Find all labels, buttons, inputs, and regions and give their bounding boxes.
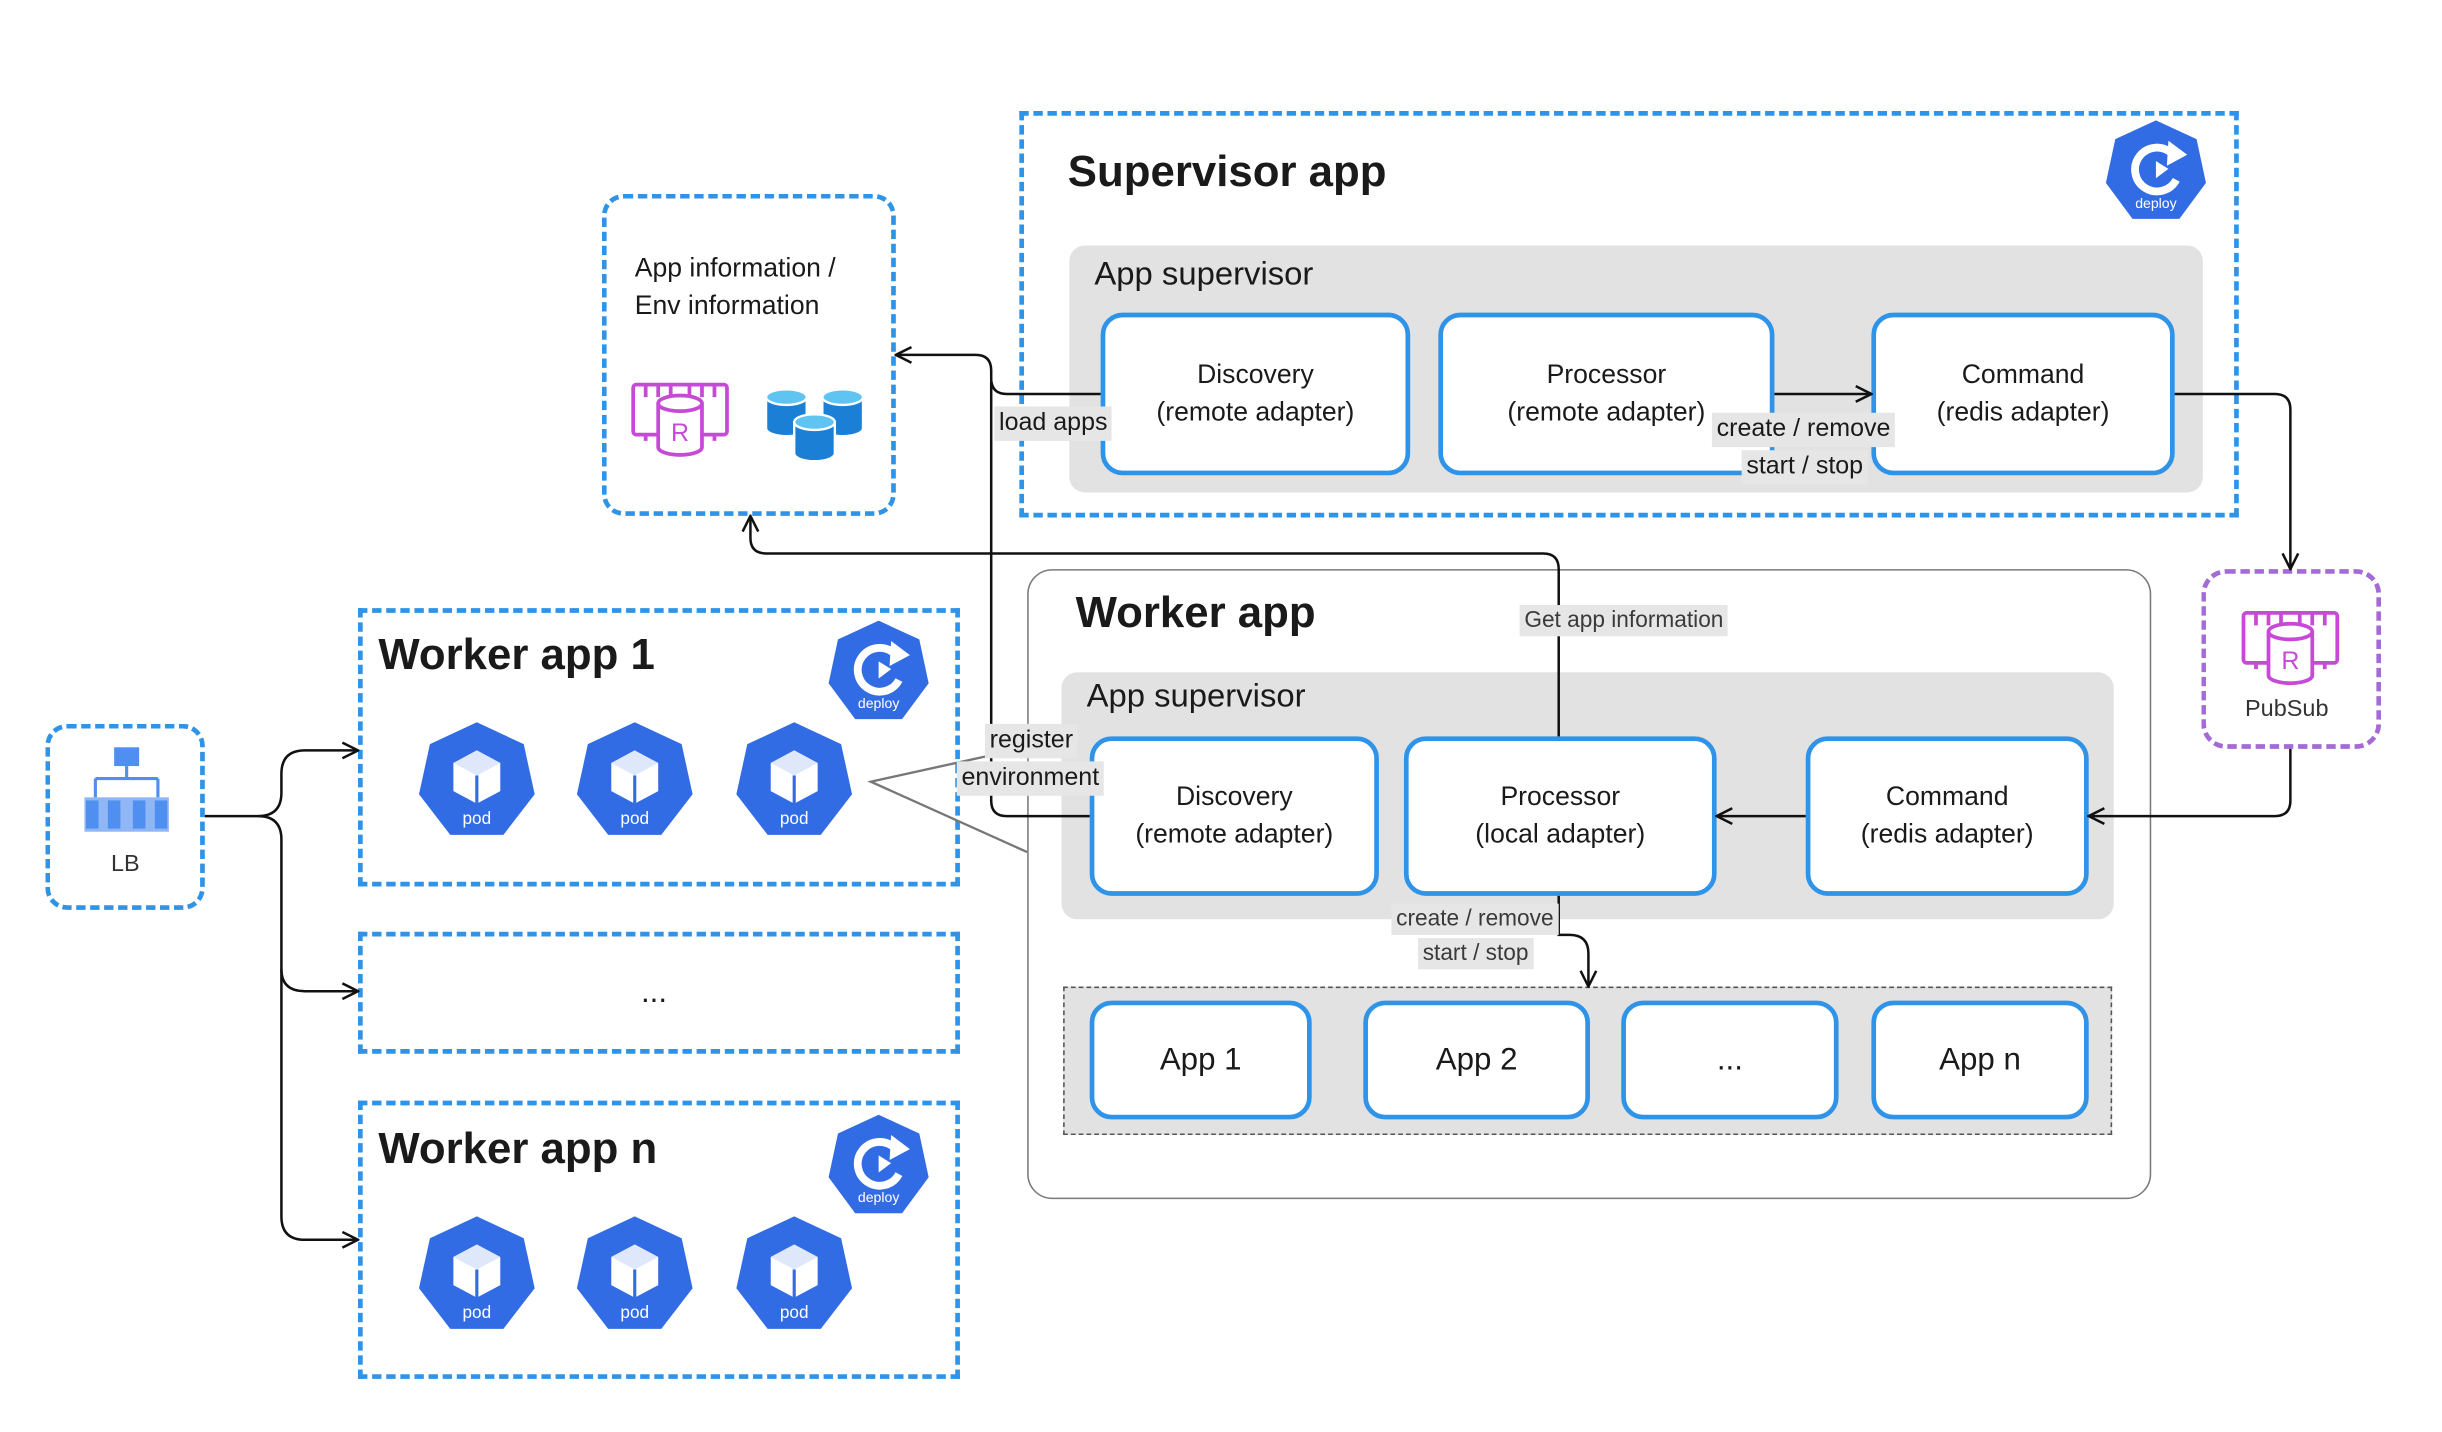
worker-command-box[interactable]: Command (redis adapter): [1805, 736, 2089, 896]
app-info-text: App information / Env information: [635, 250, 836, 325]
supervisor-processor-name: Processor: [1546, 359, 1667, 390]
supervisor-processor-box[interactable]: Processor (remote adapter): [1438, 312, 1775, 476]
get-app-info-label: Get app information: [1519, 605, 1729, 637]
supervisor-deploy-icon: deploy: [2106, 120, 2206, 218]
supervisor-discovery-box[interactable]: Discovery (remote adapter): [1100, 312, 1411, 476]
app-info-line1: App information /: [634, 253, 836, 283]
app-2-label: App 2: [1435, 1042, 1518, 1077]
supervisor-app-box: [1019, 111, 2239, 518]
worker-app-n-deploy-icon: deploy: [829, 1115, 929, 1213]
pod-icon: pod: [417, 1214, 537, 1331]
svg-text:pod: pod: [780, 808, 809, 828]
svg-text:deploy: deploy: [858, 1189, 899, 1205]
pubsub-box: [2201, 569, 2382, 749]
worker-panel-title: App supervisor: [1086, 678, 1306, 715]
load-balancer-icon: [84, 747, 169, 832]
worker-processor-adapter: (local adapter): [1475, 819, 1646, 849]
worker-processor-name: Processor: [1500, 781, 1621, 812]
worker-app-box: [1027, 569, 2152, 1200]
supervisor-discovery-name: Discovery: [1197, 359, 1314, 390]
svg-text:deploy: deploy: [858, 695, 899, 711]
callout-lines: [867, 746, 1028, 854]
worker-app-1-title: Worker app 1: [378, 630, 655, 679]
supervisor-processor-adapter: (remote adapter): [1507, 397, 1706, 427]
app-1-box[interactable]: App 1: [1089, 1000, 1312, 1120]
svg-text:pod: pod: [620, 808, 649, 828]
create-remove-bottom-label: create / remove: [1391, 903, 1559, 935]
create-remove-top-label: create / remove: [1711, 412, 1896, 448]
supervisor-panel-title: App supervisor: [1094, 256, 1314, 293]
environment-label: environment: [956, 761, 1104, 796]
app-ellipsis-box[interactable]: ...: [1621, 1000, 1839, 1120]
app-n-label: App n: [1939, 1042, 2021, 1077]
redis-memorystore-icon: [631, 382, 729, 457]
pod-icon: pod: [734, 720, 854, 837]
worker-ellipsis-label: ...: [640, 975, 668, 1010]
load-balancer-box: [45, 723, 205, 910]
app-n-box[interactable]: App n: [1871, 1000, 2089, 1120]
worker-app-1-deploy-icon: deploy: [829, 621, 929, 719]
app-ellipsis-label: ...: [1716, 1042, 1743, 1077]
svg-text:pod: pod: [780, 1302, 809, 1322]
worker-discovery-name: Discovery: [1175, 781, 1293, 812]
start-stop-top-label: start / stop: [1741, 450, 1868, 485]
worker-app-ellipsis-box: [358, 931, 960, 1054]
worker-app-n-box: [358, 1100, 960, 1379]
svg-text:pod: pod: [462, 1302, 491, 1322]
pod-icon: pod: [575, 1214, 695, 1331]
worker-app-title: Worker app: [1075, 587, 1316, 637]
pod-icon: pod: [734, 1214, 854, 1331]
register-label: register: [984, 723, 1078, 759]
worker-processor-box[interactable]: Processor (local adapter): [1403, 736, 1717, 896]
worker-app-1-box: [358, 608, 960, 887]
supervisor-command-adapter: (redis adapter): [1936, 397, 2110, 427]
worker-discovery-box[interactable]: Discovery (remote adapter): [1089, 736, 1379, 896]
svg-text:pod: pod: [462, 808, 491, 828]
app-1-label: App 1: [1159, 1042, 1242, 1077]
worker-app-n-title: Worker app n: [378, 1124, 658, 1173]
storage-database-icon: [764, 388, 865, 463]
supervisor-command-name: Command: [1961, 359, 2085, 390]
pod-icon: pod: [417, 720, 537, 837]
svg-text:deploy: deploy: [2135, 195, 2176, 211]
worker-command-name: Command: [1885, 781, 2009, 812]
app-info-box: [601, 193, 896, 516]
svg-text:pod: pod: [620, 1302, 649, 1322]
app-info-line2: Env information: [634, 290, 820, 321]
load-apps-label: load apps: [994, 406, 1113, 441]
pubsub-label: PubSub: [2245, 695, 2329, 723]
pubsub-redis-icon: [2241, 610, 2340, 686]
lb-label: LB: [111, 850, 140, 878]
supervisor-command-box[interactable]: Command (redis adapter): [1871, 312, 2175, 476]
worker-command-adapter: (redis adapter): [1860, 819, 2034, 849]
pod-icon: pod: [575, 720, 695, 837]
worker-discovery-adapter: (remote adapter): [1135, 819, 1334, 849]
start-stop-bottom-label: start / stop: [1418, 938, 1534, 970]
supervisor-discovery-adapter: (remote adapter): [1156, 397, 1355, 427]
app-2-box[interactable]: App 2: [1363, 1000, 1590, 1120]
supervisor-app-title: Supervisor app: [1067, 146, 1387, 196]
